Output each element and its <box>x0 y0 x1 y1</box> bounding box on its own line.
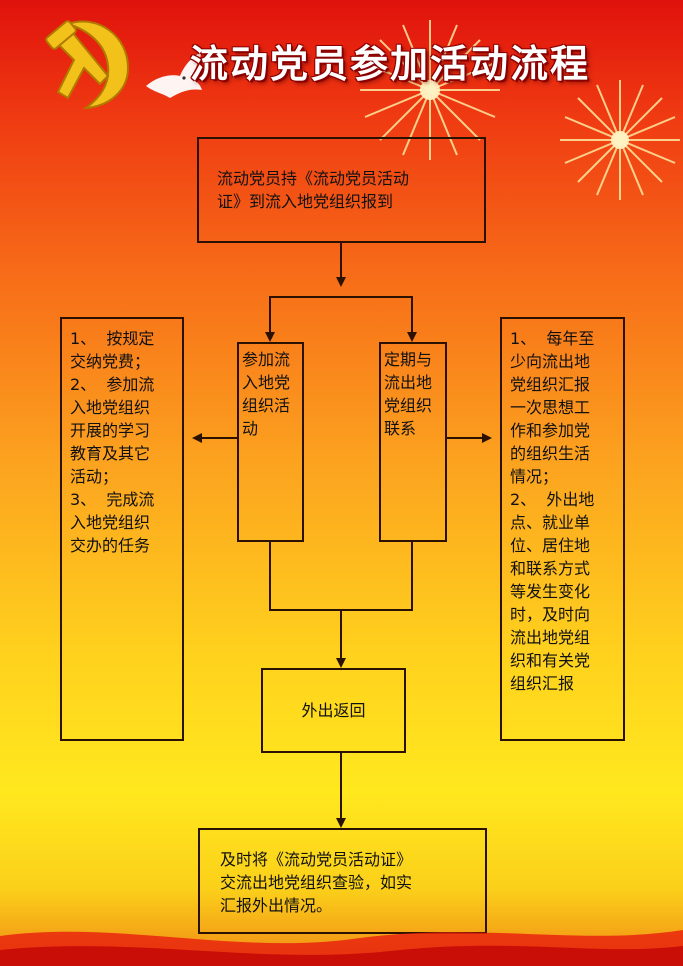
node-verify: 及时将《流动党员活动证》 交流出地党组织查验，如实 汇报外出情况。 <box>198 828 487 934</box>
node-left-list: 1、 按规定 交纳党费； 2、 参加流 入地党组织 开展的学习 教育及其它 活动… <box>60 317 184 741</box>
fireworks-icon <box>360 20 680 200</box>
node-participate-text: 参加流 入地党 组织活 动 <box>242 350 291 438</box>
dove-icon <box>146 52 202 98</box>
split-line <box>269 296 413 340</box>
node-return: 外出返回 <box>261 668 406 753</box>
node-right-list: 1、 每年至 少向流出地 党组织汇报 一次思想工 作和参加党 的组织生活 情况；… <box>500 317 625 741</box>
node-right-list-text: 1、 每年至 少向流出地 党组织汇报 一次思想工 作和参加党 的组织生活 情况；… <box>510 329 595 693</box>
node-report: 流动党员持《流动党员活动 证》到流入地党组织报到 <box>197 137 486 243</box>
node-participate: 参加流 入地党 组织活 动 <box>237 342 304 542</box>
node-return-text: 外出返回 <box>301 701 366 720</box>
node-report-text: 流动党员持《流动党员活动 证》到流入地党组织报到 <box>217 169 410 211</box>
party-emblem-icon <box>45 20 130 110</box>
node-contact: 定期与 流出地 党组织 联系 <box>379 342 447 542</box>
node-verify-text: 及时将《流动党员活动证》 交流出地党组织查验，如实 汇报外出情况。 <box>220 850 413 915</box>
merge-line <box>269 541 413 611</box>
page-title: 流动党员参加活动流程 <box>190 41 591 86</box>
bottom-wave-decoration <box>0 930 683 966</box>
node-contact-text: 定期与 流出地 党组织 联系 <box>384 350 433 438</box>
node-left-list-text: 1、 按规定 交纳党费； 2、 参加流 入地党组织 开展的学习 教育及其它 活动… <box>70 329 155 555</box>
